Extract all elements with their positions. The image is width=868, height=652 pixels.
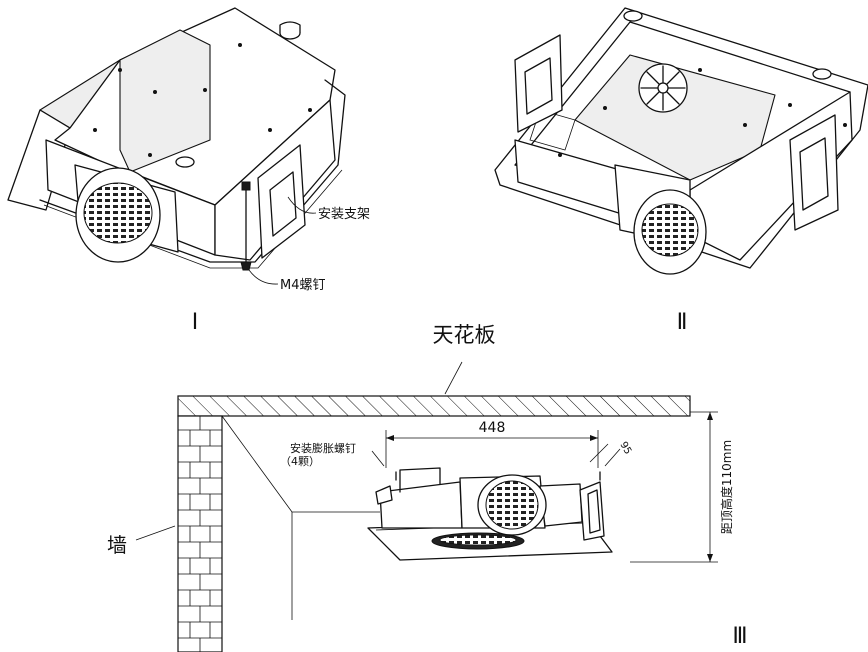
height-dimension: 距顶高度110mm (719, 440, 734, 534)
figure-1-unit-side-view (7, 7, 346, 285)
screw-label: M4螺钉 (280, 278, 326, 293)
anchor-label-line1: 安装膨胀螺钉 (290, 441, 356, 455)
ceiling-slab (177, 395, 691, 417)
fan-icon (638, 63, 688, 113)
ceiling-label: 天花板 (433, 323, 496, 347)
wall-label: 墙 (107, 533, 127, 557)
step-2-label: Ⅱ (677, 310, 688, 335)
anchor-label-line2: （4颗） (280, 455, 320, 468)
brick-wall (177, 415, 223, 652)
screw-head-icon (240, 261, 252, 271)
step-3-label: Ⅲ (732, 624, 747, 649)
figure-3-ceiling-installation (135, 361, 718, 652)
step-1-label: Ⅰ (192, 310, 199, 335)
bracket-label: 安装支架 (318, 207, 370, 222)
figure-2-unit-with-brackets (494, 7, 868, 275)
small-dimension: 95 (617, 440, 633, 457)
width-dimension: 448 (479, 420, 506, 436)
